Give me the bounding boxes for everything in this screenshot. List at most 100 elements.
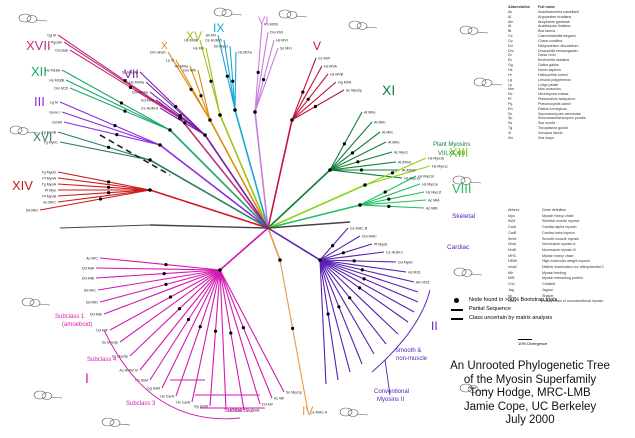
leaf-label: Dd MIA (82, 267, 95, 271)
branch (145, 81, 206, 136)
myosin-cartoon-icon (9, 125, 39, 135)
branch (59, 141, 151, 161)
bootstrap-node (362, 277, 366, 281)
group-label: (amoeboid) (62, 322, 92, 328)
class-label-x: X (161, 41, 168, 52)
clade-stem (267, 184, 366, 229)
myosin-cartoon-icon (453, 267, 483, 277)
abbrev-code: Lg (508, 77, 512, 82)
bootstrap-node (337, 305, 341, 309)
bootstrap-node (363, 183, 367, 187)
bootstrap-node (209, 79, 213, 83)
branch (319, 259, 407, 273)
leaf-label: Pf MyoE (374, 243, 388, 247)
gene-definition: Skeletal muscle myosin (542, 219, 580, 224)
bootstrap-node (164, 263, 168, 267)
abbrev-code: At (508, 24, 512, 29)
leaf-label: Tg MyoD (41, 171, 56, 175)
bootstrap-node (256, 70, 260, 74)
legend-label-uncertain: Class uncertain by matrix analysis (469, 315, 553, 321)
branch (199, 39, 221, 116)
branch (149, 224, 269, 229)
abbrev-name: Bos taurus (538, 29, 556, 34)
bootstrap-node (390, 171, 395, 175)
leaf-label: Lp III (166, 59, 174, 63)
abbrev-code: Dm (508, 48, 514, 53)
abbrev-code: Dr (508, 53, 512, 58)
bootstrap-node (358, 203, 362, 207)
clade-stem (234, 109, 269, 229)
bootstrap-node (387, 204, 391, 208)
dashed-line-icon (451, 317, 463, 320)
bootstrap-node (318, 258, 322, 262)
gene-code: MHC (508, 253, 517, 258)
branch (155, 99, 206, 136)
branch (291, 65, 323, 121)
class-label-xiii: XIII (449, 145, 469, 160)
abbrev-name: Xenopus laevis (538, 130, 563, 135)
leaf-label: Dd MID (86, 301, 99, 305)
group-labels: Plant MyosinsVIII,XI,XIIISkeletalCardiac… (55, 142, 476, 414)
branch (359, 199, 427, 206)
abbrev-header-1: Abbreviation (508, 5, 530, 9)
bootstrap-node (148, 188, 152, 192)
branch (329, 121, 373, 171)
leaf-label: Dd MII (262, 403, 273, 407)
abbrev-name: Dictyostelium discoideum (538, 43, 579, 48)
abbrev-name: Argopecten irradians (538, 14, 572, 19)
class-label-vi: VI (258, 15, 268, 27)
abbrev-name: Chara corallina (538, 38, 563, 43)
leaf-label: Dm M15 (54, 87, 68, 91)
group-label: Myosins II (377, 397, 404, 403)
abbrev-name: Gallus gallus (538, 63, 559, 68)
branch (219, 269, 285, 393)
bootstrap-node (199, 94, 203, 98)
abbrev-name: Halocynthia roretzi (538, 72, 568, 77)
leaf-label: Hs Myo1b (428, 157, 444, 161)
abbrev-code: Pg (508, 101, 513, 106)
gene-code: Myo (508, 213, 515, 218)
gene-definition: Myosin binding (542, 270, 566, 275)
gene-definition: Crinkled (542, 282, 556, 287)
bootstrap-node (107, 191, 111, 195)
author-line: Jamie Cope, UC Berkeley (463, 400, 597, 413)
gene-definition: Cardiac beta myosin (542, 230, 575, 235)
group-label: Subclass 1 (55, 314, 85, 320)
branch (319, 251, 385, 261)
title-line: of the Myosin Superfamily (463, 373, 597, 386)
leaf-label: Gg MVA (338, 81, 352, 85)
branch (254, 47, 279, 113)
branch (219, 269, 261, 405)
abbrev-name: Pneumocystis carinii (538, 101, 571, 106)
clade-stem (159, 144, 269, 229)
bootstrap-node (113, 124, 117, 128)
leaf-label: Sc Myo1p (286, 391, 302, 395)
abbrev-code: Cp (508, 38, 513, 43)
bootstrap-node (342, 142, 346, 146)
abbrev-name: Sus scrofa (538, 121, 555, 126)
group-label: Conventional (374, 389, 409, 395)
branch (219, 269, 227, 411)
bootstrap-node (123, 79, 127, 83)
branch (329, 141, 387, 171)
legend-label-nodes: Node found in >90% Bootstrap trials (469, 297, 558, 303)
class-label-viii: VIII (452, 181, 472, 196)
leaf-label: Dm ninaC (150, 51, 166, 55)
leaf-label: Ce HUM-1 (386, 251, 403, 255)
clade-stem (267, 227, 321, 261)
